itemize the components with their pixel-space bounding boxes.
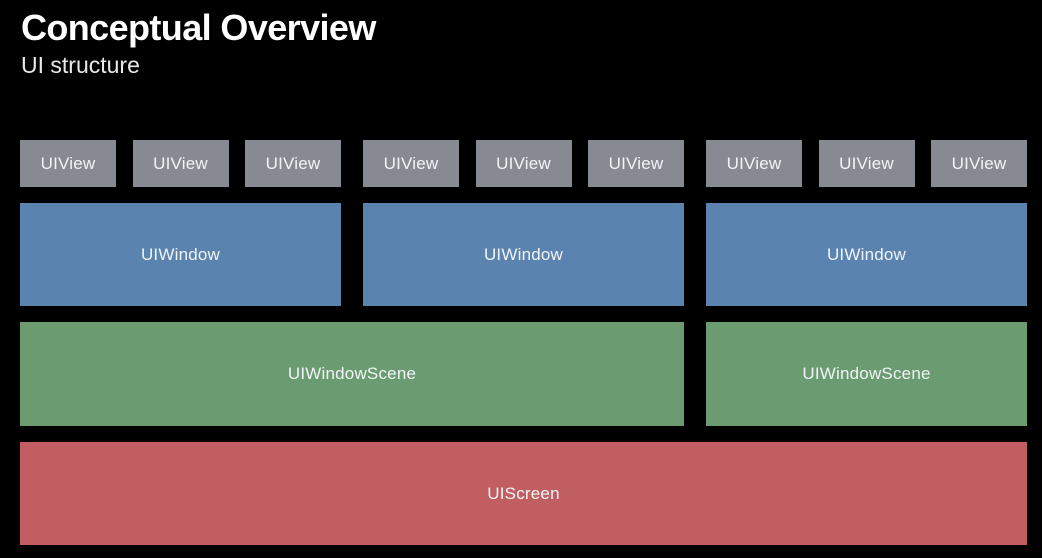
uiwindowscene-box-2: UIWindowScene — [706, 322, 1027, 426]
uiview-box: UIView — [245, 140, 341, 187]
uiview-box: UIView — [818, 140, 915, 187]
uiscreen-box: UIScreen — [20, 442, 1027, 545]
page-title: Conceptual Overview — [21, 7, 376, 48]
uiwindow-box-1: UIWindow — [20, 203, 341, 306]
uiview-box: UIView — [588, 140, 684, 187]
uiwindow-box-3: UIWindow — [706, 203, 1027, 306]
uiview-group-3: UIView UIView UIView — [706, 140, 1027, 187]
uiview-box: UIView — [363, 140, 459, 187]
uiwindow-box-2: UIWindow — [363, 203, 684, 306]
page-subtitle: UI structure — [21, 51, 140, 78]
ui-structure-diagram: UIView UIView UIView UIView UIView UIVie… — [20, 140, 1027, 545]
uiview-box: UIView — [475, 140, 572, 187]
uiview-box: UIView — [931, 140, 1027, 187]
uiview-box: UIView — [20, 140, 116, 187]
uiview-box: UIView — [706, 140, 802, 187]
slide-header: Conceptual Overview UI structure — [21, 9, 376, 77]
uiview-box: UIView — [132, 140, 229, 187]
uiview-group-1: UIView UIView UIView — [20, 140, 341, 187]
uiview-group-2: UIView UIView UIView — [363, 140, 684, 187]
uiwindowscene-box-1: UIWindowScene — [20, 322, 684, 426]
